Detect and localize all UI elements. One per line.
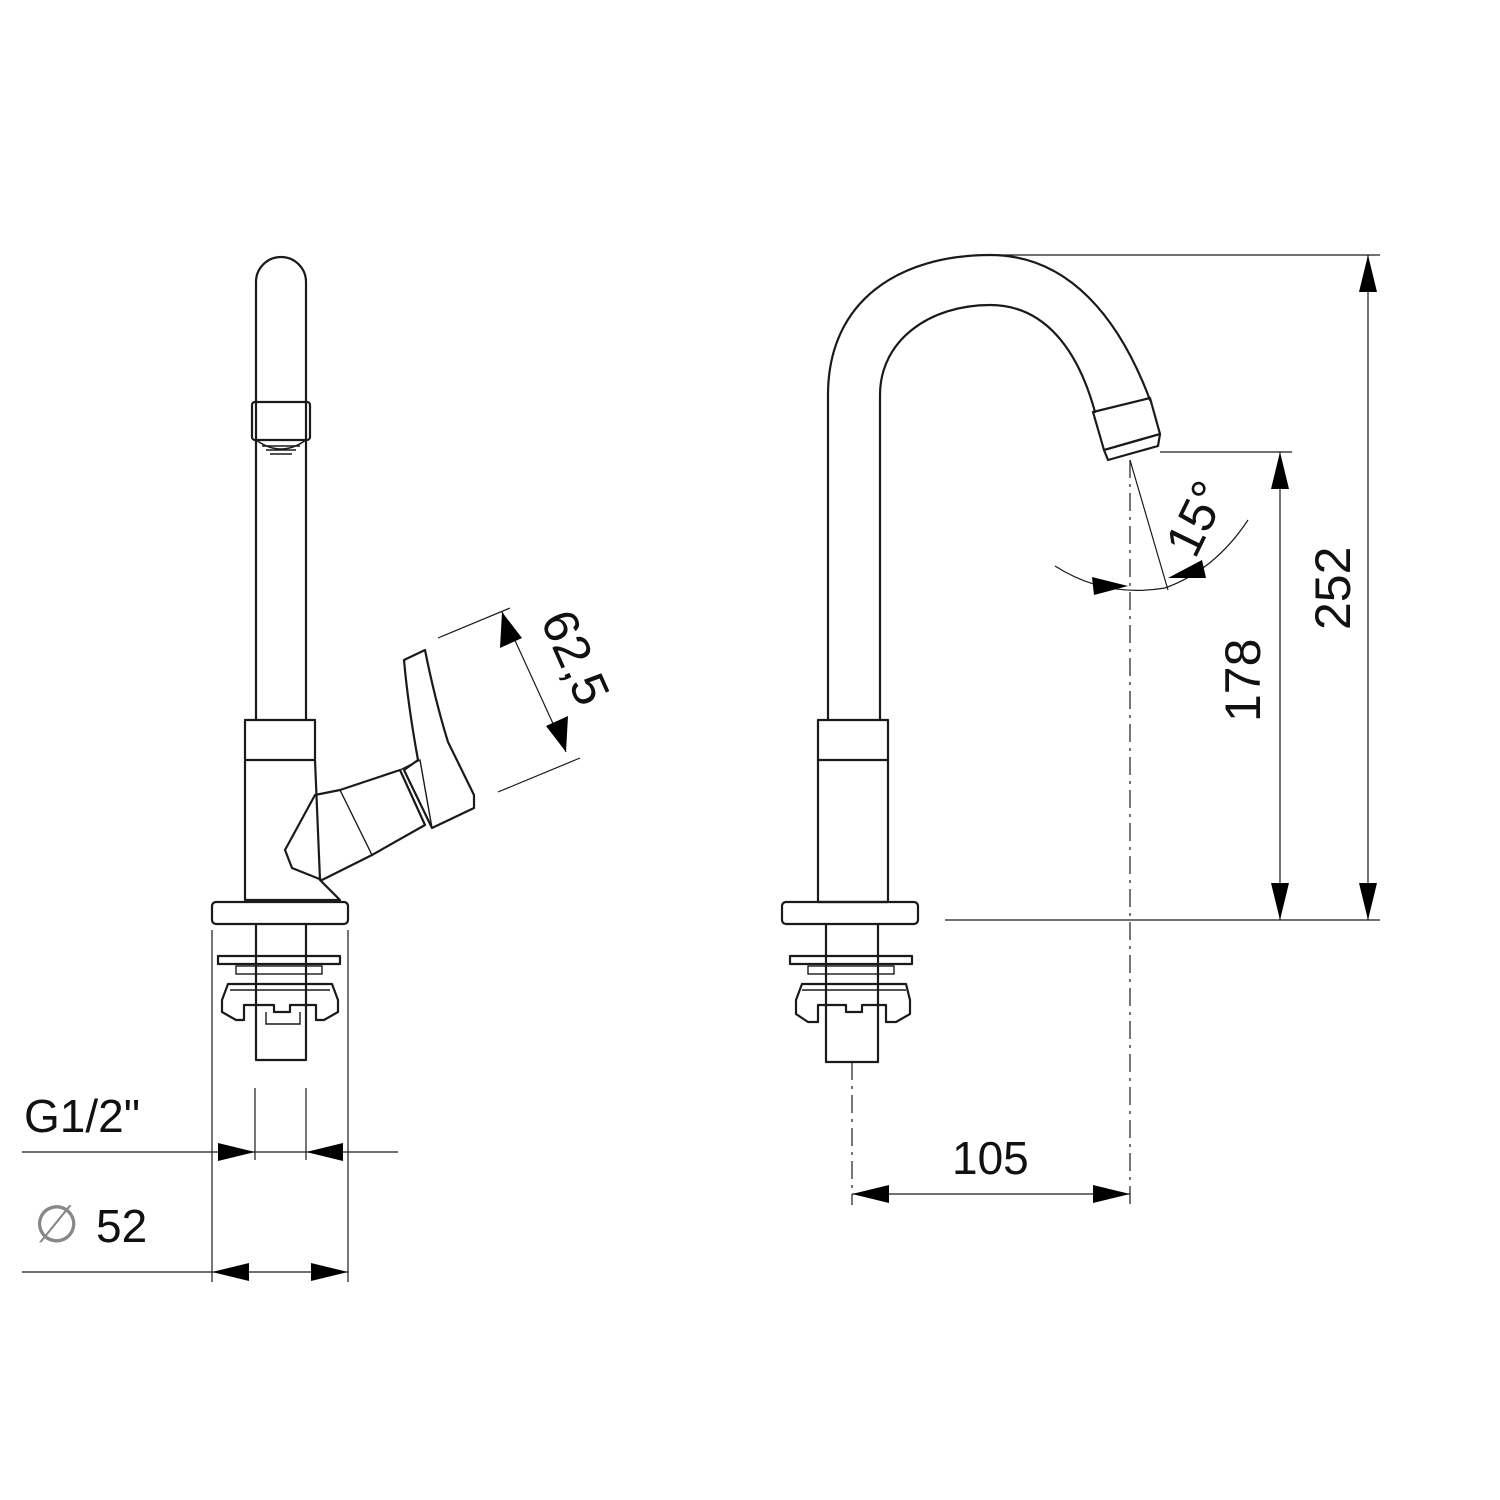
front-base-plate (780, 900, 920, 926)
height-spout-label: 178 (1215, 639, 1271, 722)
side-fixing-nut (220, 982, 340, 1022)
side-base-plate (210, 900, 350, 926)
front-aerator (1091, 396, 1162, 452)
front-fixing-nut (794, 982, 912, 1024)
side-spout-tube (254, 255, 308, 722)
dim-spout-angle: 15° (1054, 459, 1249, 1205)
front-collar (816, 718, 890, 762)
side-washer (216, 954, 342, 966)
handle-length-label: 62,5 (530, 602, 621, 714)
front-spout-inner (878, 303, 1097, 722)
dim-thread: G1/2" (22, 1088, 398, 1161)
side-aerator-ring (250, 400, 312, 442)
dim-heights: 178 252 (945, 254, 1380, 921)
diameter-symbol: ∅ (34, 1196, 79, 1254)
thread-label: G1/2" (24, 1090, 140, 1142)
front-washer (788, 954, 914, 966)
front-body (816, 758, 890, 904)
spout-reach-label: 105 (952, 1132, 1029, 1184)
side-handle-lever (402, 648, 476, 830)
front-shank (824, 922, 880, 1064)
side-aerator-mesh (253, 439, 309, 450)
dim-base-diameter: ∅ 52 (22, 930, 349, 1282)
side-view (210, 255, 476, 1062)
spout-angle-label: 15° (1155, 472, 1238, 565)
side-body (243, 758, 342, 902)
height-total-label: 252 (1305, 547, 1361, 630)
dim-spout-reach: 105 (852, 1132, 1130, 1203)
side-shank (254, 922, 308, 1062)
side-handle-stem (283, 768, 427, 882)
base-diameter-label: 52 (96, 1200, 147, 1252)
side-collar (243, 718, 317, 762)
angle-arc (1054, 519, 1249, 591)
dim-handle-length: 62,5 (437, 602, 621, 793)
front-view (780, 253, 1162, 1205)
front-spout-outer (826, 253, 1152, 722)
